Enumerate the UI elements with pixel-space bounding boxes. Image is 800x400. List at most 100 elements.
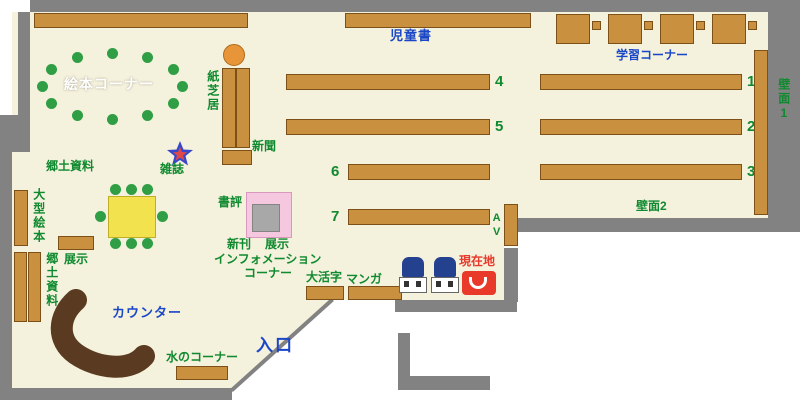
water-corner-shelf [176, 366, 228, 380]
large-print-shelf [306, 286, 344, 300]
seat-dot [142, 110, 153, 121]
label-study-corner: 学習コーナー [616, 48, 689, 62]
large-picture-book-shelf [14, 190, 28, 246]
seat-dot [168, 98, 179, 109]
machine-icon [402, 257, 424, 277]
shelf-number-4: 4 [495, 73, 504, 90]
reading-table [108, 196, 156, 238]
seat-dot [110, 238, 121, 249]
exhibit-shelf [58, 236, 94, 250]
kamishibai-shelf [222, 68, 236, 148]
seat-dot [142, 184, 153, 195]
shelf-top-left-wall [34, 13, 248, 28]
machine-detail [404, 281, 409, 287]
seat-dot [46, 64, 57, 75]
shelf-wall-1 [754, 50, 768, 215]
local-materials-shelf [28, 252, 41, 322]
machine-detail [416, 281, 421, 287]
label-wall-2: 壁面2 [636, 199, 667, 213]
shelf-number-6: 6 [331, 163, 340, 180]
wall-wing-bottom [518, 218, 768, 232]
shelf-4 [286, 74, 490, 90]
label-large-print: 大活字 [306, 270, 343, 284]
label-manga: マンガ [346, 272, 383, 286]
label-water-corner: 水のコーナー [166, 350, 239, 364]
manga-shelf [348, 286, 402, 300]
label-children-books: 児童書 [390, 28, 433, 43]
wall-right [768, 0, 800, 232]
seat-dot [126, 184, 137, 195]
wall-left-bump [0, 115, 30, 152]
label-information-line1: インフォメーション [214, 252, 322, 266]
wall-top [30, 0, 768, 12]
current-location-marker-arc [469, 277, 487, 289]
shelf-number-1: 1 [747, 73, 756, 90]
seat-dot [157, 211, 168, 222]
shelf-5 [286, 119, 490, 135]
label-kamishibai: 紙芝居 [205, 70, 220, 112]
seat-dot [142, 238, 153, 249]
newspaper-shelf [222, 150, 252, 165]
label-newspaper: 新聞 [252, 139, 277, 153]
shelf-7 [348, 209, 490, 225]
wall-entry-structure-vertical [398, 333, 410, 390]
shelf-number-3: 3 [747, 163, 756, 180]
seat-dot [95, 211, 106, 222]
av-shelf [504, 204, 518, 246]
shelf-number-5: 5 [495, 118, 504, 135]
seat-dot [107, 114, 118, 125]
label-new-books: 新刊 [227, 237, 252, 251]
label-local-materials-upper: 郷土資料 [46, 159, 95, 173]
study-chair [592, 21, 601, 30]
seat-dot [126, 238, 137, 249]
wall-entry-structure-horizontal [398, 376, 490, 390]
shelf-6 [348, 164, 490, 180]
seat-dot [72, 52, 83, 63]
shelf-number-7: 7 [331, 208, 340, 225]
label-entrance: 入口 [256, 336, 294, 355]
shelf-number-2: 2 [747, 118, 756, 135]
machine-detail [448, 281, 453, 287]
counter-shape [50, 289, 155, 378]
study-chair [696, 21, 705, 30]
study-chair [644, 21, 653, 30]
study-desk [556, 14, 590, 44]
wall-bottom-left [0, 388, 232, 400]
shelf-1 [540, 74, 742, 90]
shelf-top-center-wall [345, 13, 531, 28]
kamishibai-shelf [236, 68, 250, 148]
seat-dot [177, 81, 188, 92]
seat-dot [107, 48, 118, 59]
seat-dot [72, 110, 83, 121]
shelf-3 [540, 164, 742, 180]
label-exhibit-center: 展示 [265, 237, 290, 251]
label-local-materials-side: 郷土資料 [44, 252, 59, 308]
study-desk [660, 14, 694, 44]
seat-dot [110, 184, 121, 195]
seat-dot [142, 52, 153, 63]
label-current-location: 現在地 [459, 254, 496, 268]
magazine-star-icon [167, 141, 193, 166]
label-large-picture-books: 大型絵本 [31, 188, 46, 244]
machine-detail [436, 281, 441, 287]
shelf-2 [540, 119, 742, 135]
label-wall-1: 壁面1 [776, 78, 791, 122]
local-materials-shelf [14, 252, 27, 322]
study-desk [712, 14, 746, 44]
information-desk [252, 204, 280, 232]
wall-below-machines [395, 300, 517, 312]
label-book-review: 書評 [218, 195, 243, 209]
wall-left-lower [0, 152, 12, 390]
seat-dot [46, 98, 57, 109]
label-information-line2: コーナー [244, 266, 293, 280]
round-table [223, 44, 245, 66]
label-counter: カウンター [112, 305, 183, 320]
label-picture-book-corner: 絵本コーナー [64, 76, 154, 92]
wall-left-upper [18, 12, 30, 115]
label-av: AV [490, 212, 503, 240]
study-chair [748, 21, 757, 30]
machine-icon [434, 257, 456, 277]
label-magazine: 雑誌 [160, 162, 185, 176]
study-desk [608, 14, 642, 44]
